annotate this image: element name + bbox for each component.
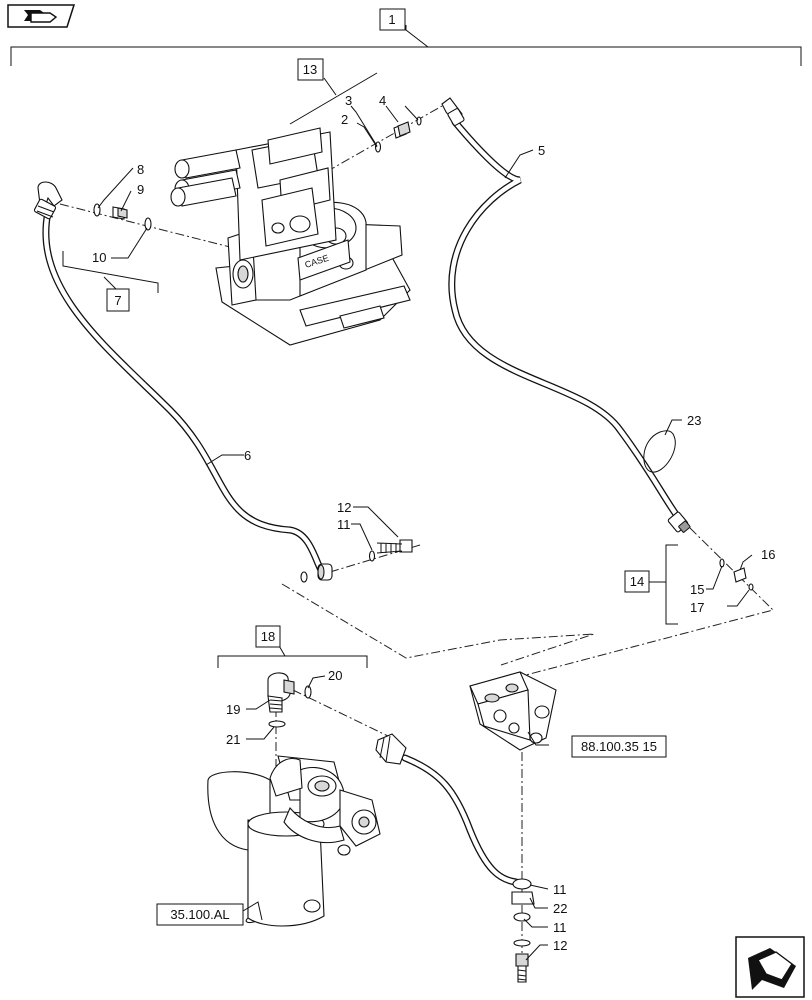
assembly-bracket-1	[10, 25, 802, 66]
ref-box-valve[interactable]: 88.100.35 15	[571, 735, 667, 758]
svg-text:14: 14	[630, 574, 644, 589]
callout-23: 23	[687, 413, 701, 428]
callout-16: 16	[761, 547, 775, 562]
callout-6: 6	[244, 448, 251, 463]
callout-2: 2	[341, 112, 348, 127]
callout-11-mid: 11	[553, 882, 567, 897]
svg-text:7: 7	[114, 293, 121, 308]
callout-19: 19	[226, 702, 240, 717]
leader-lines	[97, 105, 753, 961]
kit-bracket-14: 14	[624, 544, 678, 625]
kit-bracket-18: 18	[217, 625, 368, 668]
kit-bracket-13: 13	[289, 58, 378, 125]
fittings-top-group	[374, 116, 422, 153]
cable-tie-23	[643, 430, 676, 473]
auxiliary-valve-block	[469, 671, 557, 751]
callout-11-low: 11	[553, 920, 567, 935]
callout-15: 15	[690, 582, 704, 597]
view-toggle-icon[interactable]	[7, 4, 76, 28]
svg-text:1: 1	[388, 12, 395, 27]
callout-12-top: 12	[337, 500, 351, 515]
callout-10: 10	[92, 250, 106, 265]
callout-5: 5	[538, 143, 545, 158]
callout-numbers: 2 3 4 5 6 8 9 10 12 11 23 16 15 17 20 19…	[92, 93, 775, 953]
svg-text:88.100.35 15: 88.100.35 15	[581, 739, 657, 754]
routing-centerlines	[59, 105, 774, 955]
callout-20: 20	[328, 668, 342, 683]
kit-bracket-7: 7	[62, 251, 159, 312]
callout-21: 21	[226, 732, 240, 747]
next-page-arrow-icon[interactable]	[735, 936, 805, 998]
hose-6	[33, 181, 333, 581]
callout-11-top: 11	[337, 517, 351, 532]
svg-text:18: 18	[261, 629, 275, 644]
ref-box-filter[interactable]: 35.100.AL	[156, 903, 244, 926]
main-control-valve: CASE	[170, 127, 411, 346]
callout-17: 17	[690, 600, 704, 615]
hose-5	[441, 97, 691, 533]
hose-lower	[375, 733, 535, 983]
callout-12-low: 12	[553, 938, 567, 953]
elbow-fitting-19	[267, 672, 312, 728]
callout-3: 3	[345, 93, 352, 108]
svg-text:35.100.AL: 35.100.AL	[170, 907, 229, 922]
filter-assembly	[207, 755, 381, 927]
callout-4: 4	[379, 93, 386, 108]
callout-8: 8	[137, 162, 144, 177]
callout-9: 9	[137, 182, 144, 197]
callout-box-1: 1	[379, 8, 406, 31]
svg-text:13: 13	[303, 62, 317, 77]
callout-22: 22	[553, 901, 567, 916]
fittings-mid-group	[300, 539, 413, 583]
